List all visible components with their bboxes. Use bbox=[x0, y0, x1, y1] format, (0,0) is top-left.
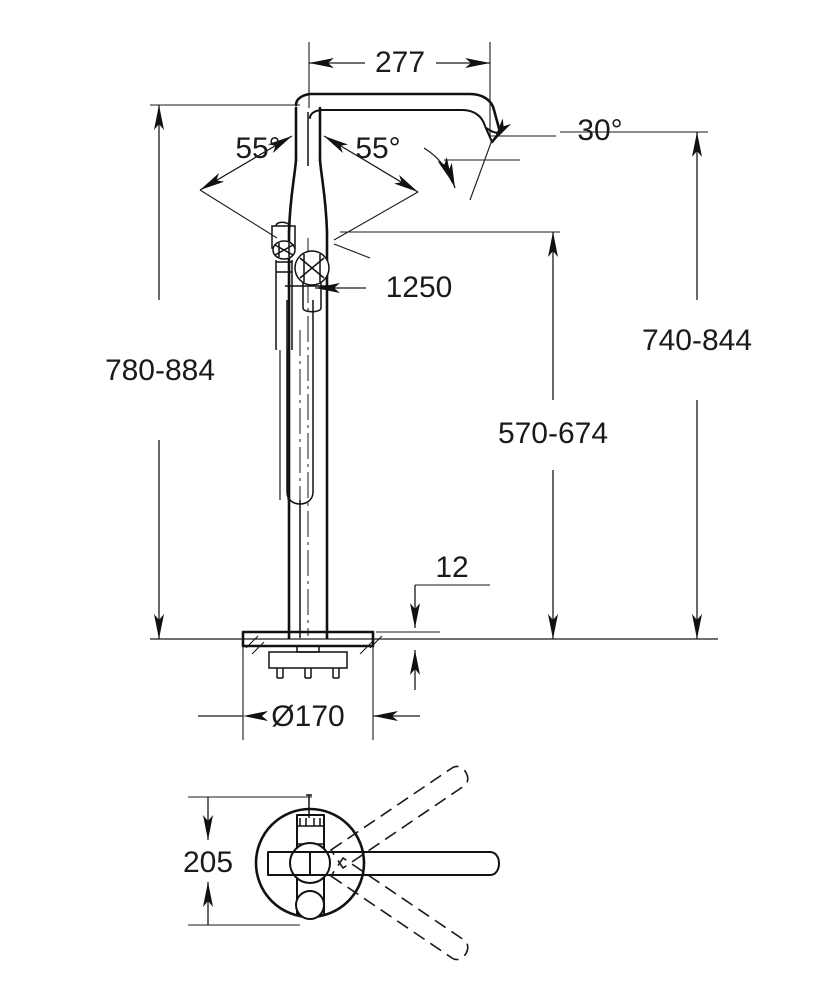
dimension-angle-left: 55° bbox=[199, 132, 293, 191]
dimension-spout-height: 740-844 bbox=[560, 131, 752, 639]
dimension-overall-height: 780-884 bbox=[105, 104, 300, 639]
dimension-label-angle-left: 55° bbox=[235, 132, 280, 165]
dimension-label-lever-span: 205 bbox=[183, 846, 233, 879]
plan-lever-ghost-down bbox=[329, 856, 469, 961]
dimension-label-handle-height: 570-674 bbox=[498, 417, 608, 450]
dimension-label-angle-spout: 30° bbox=[577, 114, 622, 147]
hand-shower-assembly bbox=[271, 221, 296, 500]
dimension-label-spout-height: 740-844 bbox=[642, 324, 752, 357]
dimension-label-base-thickness: 12 bbox=[435, 551, 468, 584]
shower-hose-loop bbox=[286, 300, 314, 638]
dimension-lever-span: 205 bbox=[183, 796, 312, 926]
dimension-angle-spout: 30° bbox=[423, 114, 623, 201]
dimension-hose-length: 1250 bbox=[315, 271, 452, 304]
plan-lever-ghost-up bbox=[329, 765, 469, 870]
dimension-label-hose-length: 1250 bbox=[386, 271, 453, 304]
front-elevation-view: 277 55° 55° 30° bbox=[105, 42, 752, 740]
angle-leader-lines bbox=[199, 189, 420, 259]
dimension-base-diameter: Ø170 bbox=[198, 645, 420, 740]
dimension-label-spout-reach: 277 bbox=[375, 46, 425, 79]
plan-outlet-circle bbox=[295, 890, 325, 920]
dimension-angle-right: 55° bbox=[323, 132, 419, 193]
riser-column bbox=[285, 106, 331, 640]
handle-cartridge bbox=[294, 250, 330, 313]
dimension-label-angle-right: 55° bbox=[355, 132, 400, 165]
dimension-handle-height: 570-674 bbox=[370, 231, 608, 639]
floor-line bbox=[150, 635, 718, 655]
dimension-spout-reach: 277 bbox=[308, 42, 491, 136]
dimension-label-base-diameter: Ø170 bbox=[271, 700, 344, 733]
dimension-label-overall-height: 780-884 bbox=[105, 354, 215, 387]
dimension-base-thickness: 12 bbox=[376, 551, 490, 690]
plan-lever-horizontal bbox=[309, 851, 500, 876]
top-plan-view: 205 bbox=[183, 765, 500, 961]
